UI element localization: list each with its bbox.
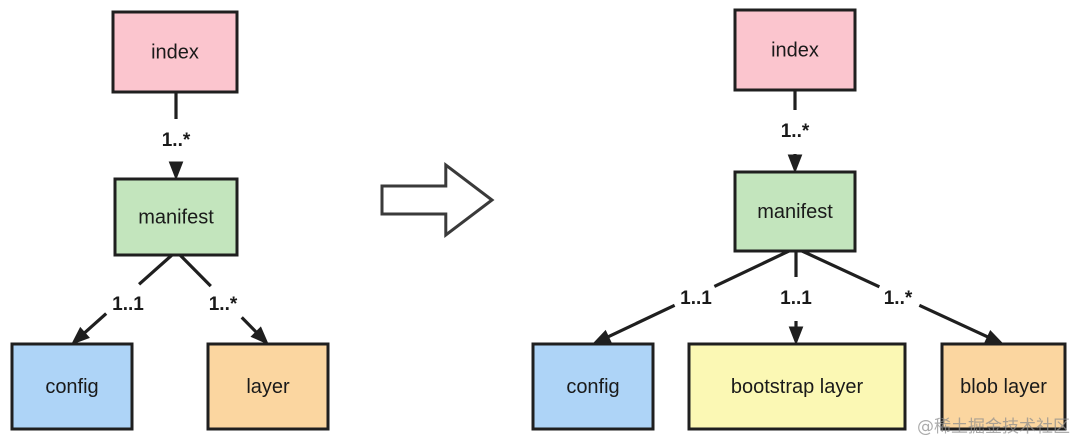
node-r-bootstrap[interactable]: bootstrap layer [687, 342, 907, 431]
node-box-l-config[interactable] [10, 342, 134, 431]
edge-line [801, 249, 881, 289]
watermark-label: @稀土掘金技术社区 [917, 417, 1070, 437]
arrowhead-icon [591, 329, 612, 345]
edge-cardinality-label: 1..* [209, 294, 238, 315]
node-box-r-blob[interactable] [940, 342, 1067, 431]
arrowhead-icon [984, 329, 1005, 345]
node-box-l-layer[interactable] [206, 342, 330, 431]
edge-l-e3: 1..* [178, 253, 269, 345]
edge-r-e1: 1..* [781, 90, 810, 174]
edge-line [137, 253, 174, 286]
node-box-l-manifest[interactable] [113, 177, 239, 257]
edge-line [240, 316, 259, 335]
node-box-l-index[interactable] [111, 10, 239, 94]
node-label-r-blob: blob layer [960, 376, 1047, 398]
node-r-index[interactable]: index [733, 8, 857, 92]
watermark-layer: @稀土掘金技术社区 [917, 417, 1070, 437]
node-box-r-bootstrap[interactable] [687, 342, 907, 431]
edge-l-e1: 1..* [162, 92, 191, 181]
node-label-l-config: config [45, 376, 98, 398]
node-r-blob[interactable]: blob layer [940, 342, 1067, 431]
node-l-manifest[interactable]: manifest [113, 177, 239, 257]
node-label-l-index: index [151, 41, 199, 63]
transform-arrow-icon [380, 161, 495, 239]
edge-r-e4: 1..* [801, 249, 1005, 345]
node-l-config[interactable]: config [10, 342, 134, 431]
edge-r-e3: 1..1 [780, 251, 812, 346]
node-label-r-config: config [566, 376, 619, 398]
node-box-r-config[interactable] [531, 342, 655, 431]
nodes-layer: index manifest config layer index manifest con… [10, 8, 1067, 431]
arrowhead-icon [250, 326, 269, 345]
edge-line [82, 312, 108, 336]
arrowhead-icon [70, 326, 90, 345]
node-box-r-manifest[interactable] [733, 170, 857, 253]
edge-line [713, 249, 790, 288]
node-label-r-index: index [771, 39, 819, 61]
node-l-layer[interactable]: layer [206, 342, 330, 431]
node-l-index[interactable]: index [111, 10, 239, 94]
arrowhead-icon [787, 154, 803, 174]
edges-layer: 1..* 1..1 1..* 1..* 1..1 1..1 1..* [70, 90, 1005, 346]
edge-line [918, 303, 991, 340]
edge-line [605, 303, 676, 340]
edge-l-e2: 1..1 [70, 253, 174, 345]
edge-r-e2: 1..1 [591, 249, 790, 345]
node-label-r-bootstrap: bootstrap layer [731, 376, 864, 398]
edge-cardinality-label: 1..* [884, 288, 913, 309]
node-label-r-manifest: manifest [757, 201, 833, 223]
edge-line [178, 253, 212, 288]
edge-cardinality-label: 1..1 [112, 294, 144, 315]
arrowhead-icon [168, 161, 184, 181]
node-box-r-index[interactable] [733, 8, 857, 92]
node-r-config[interactable]: config [531, 342, 655, 431]
transform-arrow-layer [380, 161, 495, 239]
node-label-l-manifest: manifest [138, 206, 214, 228]
edge-cardinality-label: 1..1 [780, 288, 812, 309]
edge-cardinality-label: 1..* [162, 130, 191, 151]
node-label-l-layer: layer [246, 376, 290, 398]
node-r-manifest[interactable]: manifest [733, 170, 857, 253]
edge-cardinality-label: 1..1 [680, 288, 712, 309]
edge-cardinality-label: 1..* [781, 121, 810, 142]
arrowhead-icon [788, 326, 804, 346]
